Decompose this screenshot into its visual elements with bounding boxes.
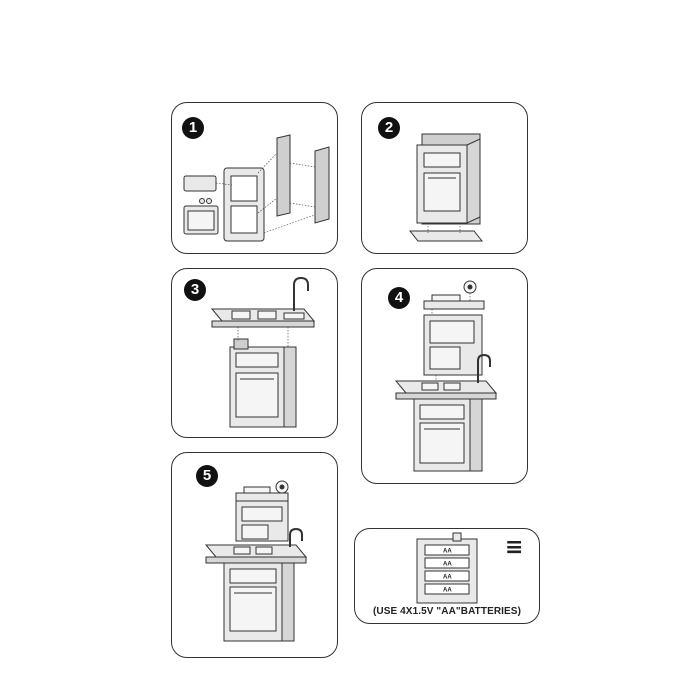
sink xyxy=(283,312,305,320)
battery-cell xyxy=(424,557,470,569)
battery-panel: AA AA AA AA ≡ (USE 4X1.5V "AA"BATTERIES) xyxy=(354,528,540,624)
stove-burner xyxy=(231,310,251,320)
step-2-illustration xyxy=(408,133,484,242)
knob-part xyxy=(206,198,212,204)
base-part xyxy=(408,230,484,242)
battery-symbol: ≡ xyxy=(505,535,524,560)
step-5-badge: 5 xyxy=(196,465,218,487)
faucet xyxy=(289,527,303,547)
stove-burner xyxy=(443,382,461,391)
top-shelf xyxy=(235,492,289,502)
battery-cell xyxy=(424,583,470,595)
stove-burner xyxy=(233,546,251,555)
top-shelf xyxy=(423,300,485,310)
step-4-badge: 4 xyxy=(388,287,410,309)
battery-cell xyxy=(424,570,470,582)
battery-cell-label: AA xyxy=(443,588,452,594)
stove-burner xyxy=(257,310,277,320)
step-1-illustration xyxy=(183,134,330,242)
battery-cell xyxy=(424,544,470,556)
oven-door xyxy=(423,172,461,212)
step-2-badge: 2 xyxy=(378,117,400,139)
step-3-illustration xyxy=(210,276,316,428)
step-1-badge: 1 xyxy=(182,117,204,139)
battery-cell-label: AA xyxy=(443,562,452,568)
battery-cell-label: AA xyxy=(443,575,452,581)
control-panel-part xyxy=(183,175,217,192)
step-3-badge: 3 xyxy=(184,279,206,301)
step-4-illustration xyxy=(394,280,498,472)
step-2-panel: 2 xyxy=(361,102,528,254)
battery-compartment-illustration: AA AA AA AA xyxy=(416,532,478,604)
step-5-illustration xyxy=(204,480,308,642)
step-3-panel: 3 xyxy=(171,268,338,438)
stove-burner xyxy=(421,382,439,391)
battery-cells xyxy=(424,544,470,595)
control-panel xyxy=(423,152,461,168)
faucet xyxy=(293,276,309,311)
battery-caption: (USE 4X1.5V "AA"BATTERIES) xyxy=(372,606,522,617)
side-panel-right xyxy=(314,146,330,224)
step-4-panel: 4 xyxy=(361,268,528,484)
faucet xyxy=(477,353,491,383)
side-panel-left xyxy=(276,134,291,217)
stove-burner xyxy=(255,546,273,555)
step-1-panel: 1 xyxy=(171,102,338,254)
step-5-panel: 5 xyxy=(171,452,338,658)
battery-cell-label: AA xyxy=(443,549,452,555)
knob-part xyxy=(199,198,205,204)
